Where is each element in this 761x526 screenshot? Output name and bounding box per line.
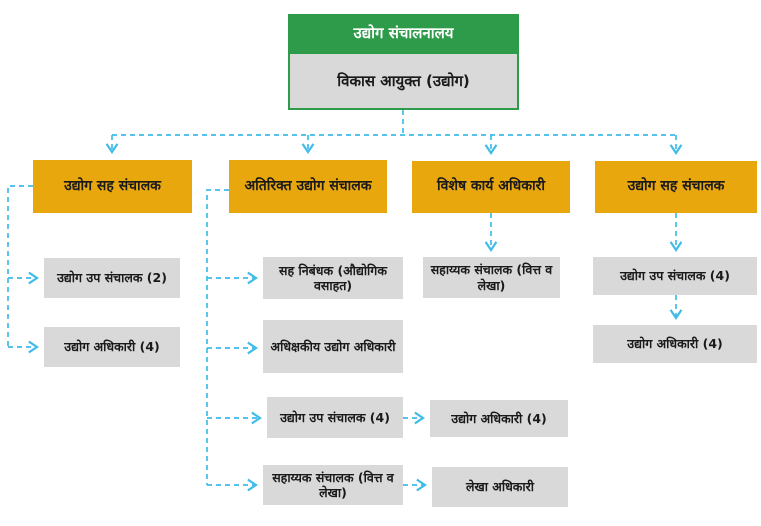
node-branch2-subchild2: लेखा अधिकारी [432,467,568,507]
node-branch3-child1: सहाय्यक संचालक (वित्त व लेखा) [423,257,560,298]
node-branch3-head: विशेष कार्य अधिकारी [412,161,570,213]
node-branch1-head: उद्योग सह संचालक [33,160,192,213]
node-branch2-child3: उद्योग उप संचालक (4) [267,397,403,438]
node-branch1-child1: उद्योग उप संचालक (2) [44,258,180,298]
node-branch2-child2: अधिक्षकीय उद्योग अधिकारी [263,320,403,373]
node-branch4-head: उद्योग सह संचालक [595,161,757,213]
node-branch4-child2: उद्योग अधिकारी (4) [593,325,757,363]
node-branch2-child4: सहाय्यक संचालक (वित्त व लेखा) [263,465,403,505]
node-development-commissioner: विकास आयुक्त (उद्योग) [288,52,519,110]
root-to-heads-connector [105,110,683,155]
node-branch2-subchild1: उद्योग अधिकारी (4) [430,400,568,437]
node-branch4-child1: उद्योग उप संचालक (4) [593,257,757,295]
node-department-title: उद्योग संचालनालय [288,14,519,52]
node-branch1-child2: उद्योग अधिकारी (4) [44,327,180,367]
node-branch2-child1: सह निबंधक (औद्योगिक वसाहत) [263,257,403,299]
node-branch2-head: अतिरिक्त उद्योग संचालक [229,160,387,213]
